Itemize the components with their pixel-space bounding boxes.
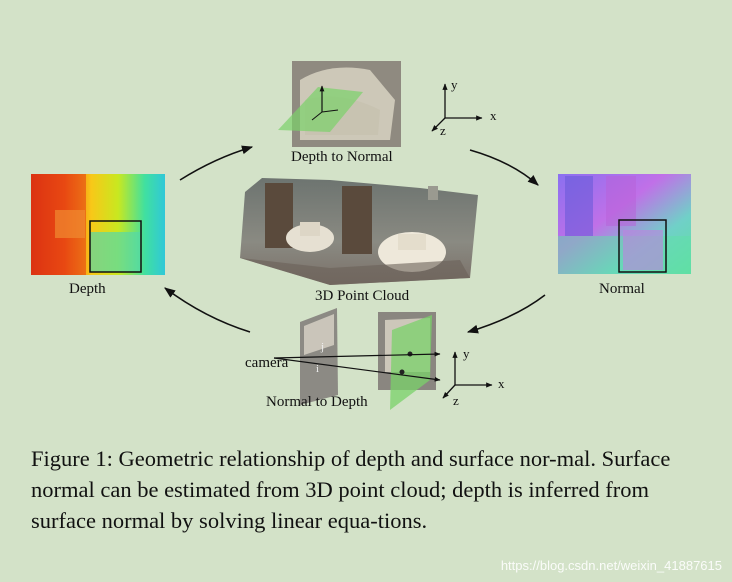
normal-highlight-box: [618, 219, 667, 273]
normal-to-depth-label: Normal to Depth: [266, 394, 368, 410]
axes-top: [431, 83, 483, 132]
axes-bottom: [442, 351, 493, 399]
axis-bottom-y-label: y: [463, 346, 470, 361]
figure-caption: Figure 1: Geometric relationship of dept…: [31, 446, 671, 533]
camera-label: camera: [245, 355, 289, 371]
arrow-to-normal-map: [469, 149, 539, 186]
pixel-j-label: j: [321, 341, 325, 353]
depth-to-normal-image: [278, 61, 401, 147]
depth-label: Depth: [69, 281, 106, 297]
point-cloud-label: 3D Point Cloud: [315, 288, 410, 304]
arrow-normal-to-depth: [466, 294, 546, 334]
normal-map-image: [558, 174, 691, 274]
point-cloud-image: [240, 178, 478, 285]
tangent-plane: [278, 87, 363, 132]
watermark: https://blog.csdn.net/weixin_41887615: [500, 558, 722, 573]
figure-graphics: [31, 61, 691, 410]
axis-bottom-x-label: x: [498, 376, 505, 391]
bookshelf-right: [342, 186, 372, 254]
cycle-arrows: [164, 145, 546, 334]
armchair-left: [286, 224, 334, 252]
depth-to-normal-label: Depth to Normal: [291, 149, 393, 165]
axis-top-z-label: z: [440, 123, 446, 138]
arrow-to-depth-map: [164, 287, 251, 333]
depth-highlight-box: [89, 220, 142, 273]
depth-map-image: [31, 174, 165, 275]
axis-bottom-z-label: z: [453, 393, 459, 408]
axis-top-x-label: x: [490, 108, 497, 123]
normal-plane: [390, 315, 432, 410]
pixel-i-label: i: [316, 363, 320, 375]
axis-top-y-label: y: [451, 77, 458, 92]
normal-label: Normal: [599, 281, 645, 297]
normal-to-depth-image: [300, 308, 436, 410]
arrow-depth-to-normal: [179, 145, 254, 181]
figure-1: Depth to Normal 3D Point Cloud Depth Nor…: [31, 61, 691, 410]
camera-rays: [273, 351, 441, 382]
